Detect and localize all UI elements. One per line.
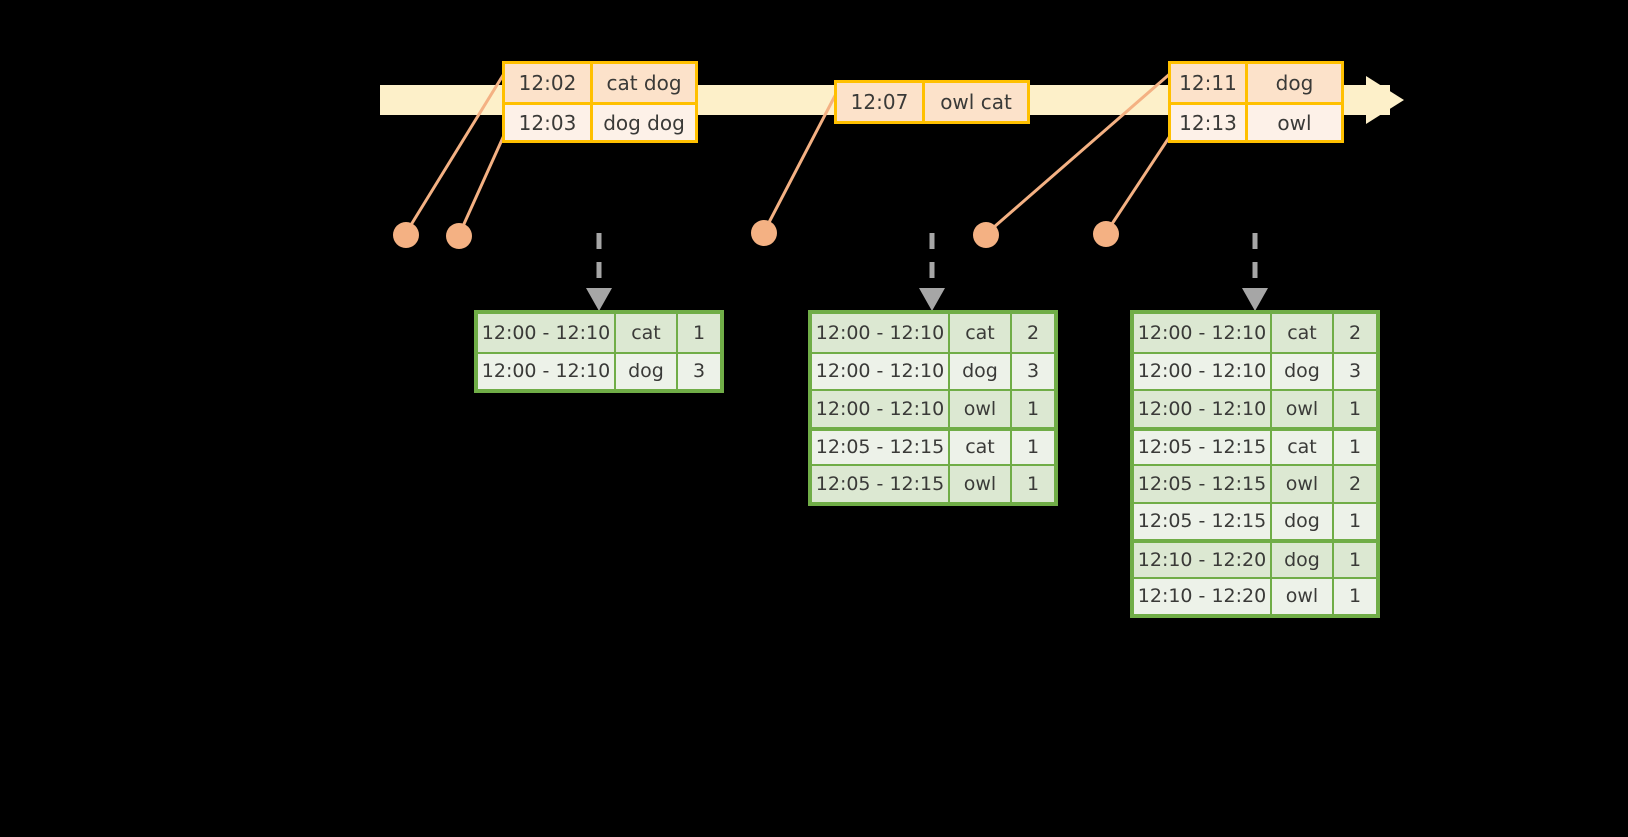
count-cell: 1 — [676, 314, 720, 352]
window-cell: 12:00 - 12:10 — [812, 391, 948, 427]
event-row: 12:13 owl — [1171, 102, 1341, 140]
event-time: 12:13 — [1171, 105, 1245, 140]
word-cell: dog — [1270, 543, 1332, 577]
count-cell: 2 — [1332, 314, 1376, 352]
word-cell: owl — [1270, 391, 1332, 427]
word-cell: dog — [614, 353, 676, 389]
count-cell: 2 — [1010, 314, 1054, 352]
window-cell: 12:00 - 12:10 — [812, 353, 948, 389]
event-time: 12:03 — [505, 105, 590, 140]
event-time: 12:11 — [1171, 64, 1245, 102]
event-marker-dot — [751, 220, 777, 246]
event-payload: owl cat — [922, 83, 1027, 121]
word-cell: cat — [614, 314, 676, 352]
event-marker-dot — [446, 223, 472, 249]
event-box-group-2: 12:07 owl cat — [834, 80, 1030, 124]
word-cell: cat — [948, 430, 1010, 464]
window-cell: 12:00 - 12:10 — [478, 314, 614, 352]
dashed-arrow-head-1 — [586, 288, 612, 311]
word-cell: dog — [1270, 503, 1332, 539]
event-payload: dog dog — [590, 105, 695, 140]
event-box-group-3: 12:11 dog 12:13 owl — [1168, 61, 1344, 143]
window-cell: 12:05 - 12:15 — [812, 430, 948, 464]
event-payload: owl — [1245, 105, 1341, 140]
connector-line-2 — [457, 132, 507, 236]
count-cell: 1 — [1010, 391, 1054, 427]
word-cell: cat — [1270, 430, 1332, 464]
event-time: 12:07 — [837, 83, 922, 121]
connector-line-5 — [1104, 132, 1174, 234]
word-cell: owl — [948, 391, 1010, 427]
event-row: 12:03 dog dog — [505, 102, 695, 140]
event-row: 12:11 dog — [1171, 64, 1341, 102]
event-marker-dot — [973, 222, 999, 248]
event-row: 12:02 cat dog — [505, 64, 695, 102]
window-cell: 12:00 - 12:10 — [478, 353, 614, 389]
window-cell: 12:10 - 12:20 — [1134, 578, 1270, 614]
count-cell: 1 — [1332, 578, 1376, 614]
event-payload: dog — [1245, 64, 1341, 102]
count-cell: 3 — [1332, 353, 1376, 389]
count-cell: 1 — [1332, 503, 1376, 539]
word-cell: dog — [1270, 353, 1332, 389]
window-cell: 12:00 - 12:10 — [1134, 391, 1270, 427]
count-cell: 2 — [1332, 466, 1376, 502]
window-cell: 12:00 - 12:10 — [1134, 314, 1270, 352]
timeline-arrowhead-icon — [1366, 76, 1404, 124]
event-row: 12:07 owl cat — [837, 83, 1027, 121]
count-cell: 1 — [1332, 391, 1376, 427]
word-cell: cat — [948, 314, 1010, 352]
window-cell: 12:00 - 12:10 — [812, 314, 948, 352]
event-marker-dot — [1093, 221, 1119, 247]
word-cell: owl — [1270, 466, 1332, 502]
window-cell: 12:10 - 12:20 — [1134, 543, 1270, 577]
window-cell: 12:05 - 12:15 — [1134, 503, 1270, 539]
event-time: 12:02 — [505, 64, 590, 102]
window-cell: 12:05 - 12:15 — [1134, 466, 1270, 502]
count-cell: 3 — [1010, 353, 1054, 389]
dashed-arrow-head-2 — [919, 288, 945, 311]
window-cell: 12:05 - 12:15 — [1134, 430, 1270, 464]
count-cell: 1 — [1010, 430, 1054, 464]
count-cell: 1 — [1010, 466, 1054, 502]
word-cell: owl — [1270, 578, 1332, 614]
event-box-group-1: 12:02 cat dog 12:03 dog dog — [502, 61, 698, 143]
word-cell: cat — [1270, 314, 1332, 352]
event-payload: cat dog — [590, 64, 695, 102]
count-cell: 3 — [676, 353, 720, 389]
window-cell: 12:00 - 12:10 — [1134, 353, 1270, 389]
count-cell: 1 — [1332, 430, 1376, 464]
count-cell: 1 — [1332, 543, 1376, 577]
window-cell: 12:05 - 12:15 — [812, 466, 948, 502]
word-cell: dog — [948, 353, 1010, 389]
event-marker-dot — [393, 222, 419, 248]
dashed-arrow-head-3 — [1242, 288, 1268, 311]
word-cell: owl — [948, 466, 1010, 502]
